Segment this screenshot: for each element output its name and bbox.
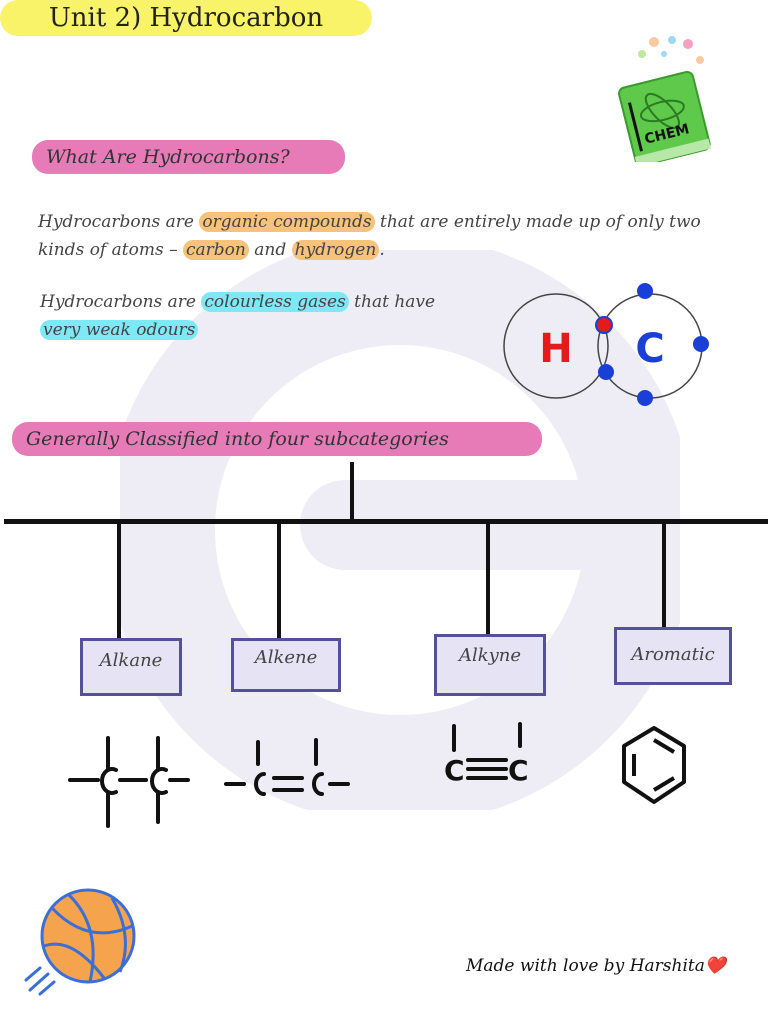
hc-bond-diagram: H C: [503, 283, 709, 406]
highlight-colourless-gases: colourless gases: [201, 292, 349, 312]
tree-branch-alkyne: [486, 522, 490, 634]
carbon-atom-label: C: [635, 326, 664, 372]
alkyne-structure: C C: [444, 722, 529, 786]
carbon-electron: [637, 283, 653, 299]
tree-horizontal-line: [4, 519, 768, 524]
section-heading-classification: Generally Classified into four subcatego…: [12, 422, 542, 456]
tree-branch-alkane: [117, 522, 121, 638]
chem-book-icon: CHEM: [618, 36, 711, 162]
watermark-logo: [120, 250, 680, 810]
highlight-carbon: carbon: [182, 240, 249, 260]
category-box-aromatic: Aromatic: [614, 627, 732, 685]
para-text: that have: [348, 292, 436, 312]
tree-branch-alkene: [277, 522, 281, 638]
para-text: and: [248, 240, 292, 260]
para-text: Hydrocarbons are: [38, 212, 200, 232]
alkyne-carbon-left: C: [444, 754, 465, 786]
category-label: Alkane: [99, 650, 163, 671]
para-text: .: [379, 240, 385, 260]
definition-paragraph: Hydrocarbons are organic compounds that …: [38, 208, 738, 264]
basketball-icon: [24, 888, 136, 996]
category-label: Aromatic: [631, 644, 715, 665]
tree-stem: [350, 462, 354, 522]
hydrogen-atom-label: H: [539, 326, 572, 372]
footer-credit: Made with love by Harshita❤️: [466, 956, 726, 976]
tree-branch-aromatic: [662, 522, 666, 628]
properties-paragraph: Hydrocarbons are colourless gases that h…: [40, 288, 440, 344]
page-title: Unit 2) Hydrocarbon: [0, 0, 372, 36]
category-label: Alkene: [254, 647, 318, 668]
benzene-ring-structure: [622, 726, 686, 804]
alkane-structure: [68, 736, 190, 828]
highlight-hydrogen: hydrogen: [291, 240, 380, 260]
highlight-organic-compounds: organic compounds: [199, 212, 375, 232]
footer-text: Made with love by Harshita: [466, 956, 705, 976]
carbon-electron: [693, 336, 709, 352]
heart-icon: ❤️: [704, 956, 727, 976]
carbon-electron: [598, 364, 614, 380]
carbon-electron: [637, 390, 653, 406]
section-heading-what-are-hydrocarbons: What Are Hydrocarbons?: [32, 140, 345, 174]
category-box-alkyne: Alkyne: [434, 634, 546, 696]
highlight-weak-odours: very weak odours: [40, 320, 199, 340]
category-box-alkene: Alkene: [231, 638, 341, 692]
alkene-structure: [224, 738, 350, 796]
category-box-alkane: Alkane: [80, 638, 182, 696]
alkyne-carbon-right: C: [508, 754, 529, 786]
section-heading-text: Generally Classified into four subcatego…: [26, 428, 449, 450]
para-text: that are entirely made up of only two ki…: [38, 212, 701, 260]
section-heading-text: What Are Hydrocarbons?: [46, 146, 290, 168]
para-text: Hydrocarbons are: [40, 292, 202, 312]
shared-electron: [595, 316, 613, 334]
category-label: Alkyne: [458, 645, 522, 666]
